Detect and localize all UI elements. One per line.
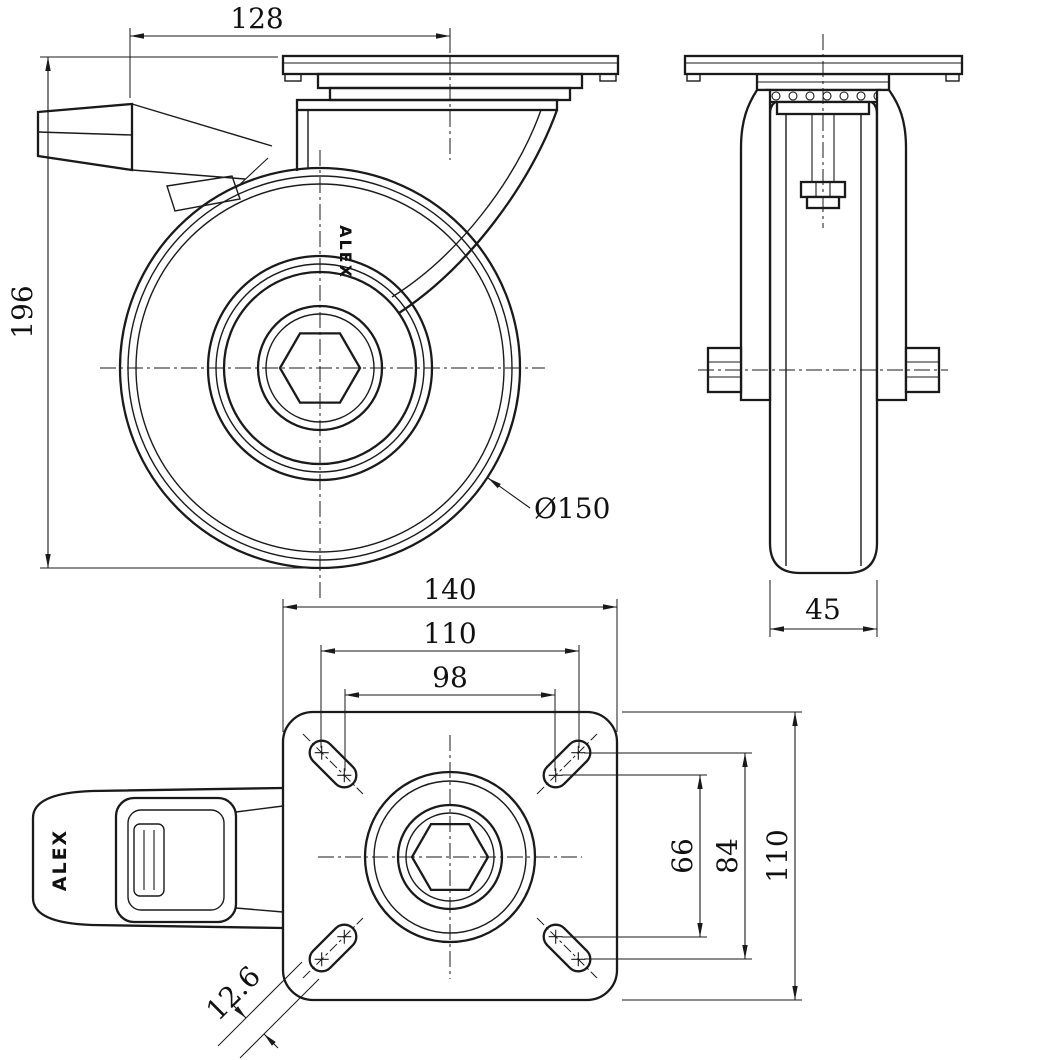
dim-wheel-width-label: 45 bbox=[805, 593, 841, 626]
hole-center-marks bbox=[314, 745, 586, 967]
dim-plate-depth: 110 bbox=[622, 711, 802, 1001]
wheel-front bbox=[768, 98, 879, 575]
bolt-slots bbox=[302, 733, 598, 979]
dim-wheel-diameter: Ø150 bbox=[487, 477, 610, 525]
fork-side: ALEX bbox=[295, 109, 559, 314]
dim-slot-width-label: 12.6 bbox=[200, 960, 267, 1027]
dim-swivel-offset: 128 bbox=[129, 2, 451, 98]
brand-logo-side: ALEX bbox=[336, 225, 355, 279]
swivel-raceway-side bbox=[295, 72, 584, 112]
dim-bolt-span-vert-outer: 84 bbox=[584, 752, 752, 960]
dim-wheel-diameter-label: Ø150 bbox=[534, 492, 610, 525]
front-view: 45 bbox=[683, 34, 964, 637]
dim-swivel-offset-label: 128 bbox=[230, 2, 283, 35]
dim-slot-width: 12.6 bbox=[200, 960, 320, 1059]
fork-legs-front bbox=[739, 88, 908, 402]
dim-bolt-span-vert-inner-label: 66 bbox=[666, 838, 699, 874]
axle-nut-right bbox=[904, 346, 941, 394]
dim-wheel-width: 45 bbox=[769, 580, 878, 637]
side-view: ALEX 128 196 bbox=[6, 2, 620, 600]
brand-logo-pedal: ALEX bbox=[49, 829, 71, 891]
dim-bolt-span-outer: 110 bbox=[320, 617, 580, 748]
dim-plate-width-label: 140 bbox=[423, 573, 476, 606]
dim-overall-height: 196 bbox=[6, 56, 305, 569]
axle-nut-hex bbox=[278, 332, 362, 404]
dim-plate-width: 140 bbox=[282, 573, 618, 732]
dim-bolt-span-vert-inner: 66 bbox=[562, 774, 707, 938]
plate-view: ALEX bbox=[31, 573, 802, 1059]
dim-bolt-span-inner-label: 98 bbox=[432, 661, 468, 694]
dim-bolt-span-vert-outer-label: 84 bbox=[711, 838, 744, 874]
mounting-plate bbox=[281, 710, 619, 1002]
brake-pedal-bottom: ALEX bbox=[31, 786, 284, 930]
dim-plate-depth-label: 110 bbox=[761, 829, 794, 882]
dim-bolt-span-outer-label: 110 bbox=[423, 617, 476, 650]
dim-bolt-span-inner: 98 bbox=[344, 661, 556, 771]
brake-lever-side bbox=[36, 102, 273, 212]
dim-overall-height-label: 196 bbox=[6, 285, 39, 338]
